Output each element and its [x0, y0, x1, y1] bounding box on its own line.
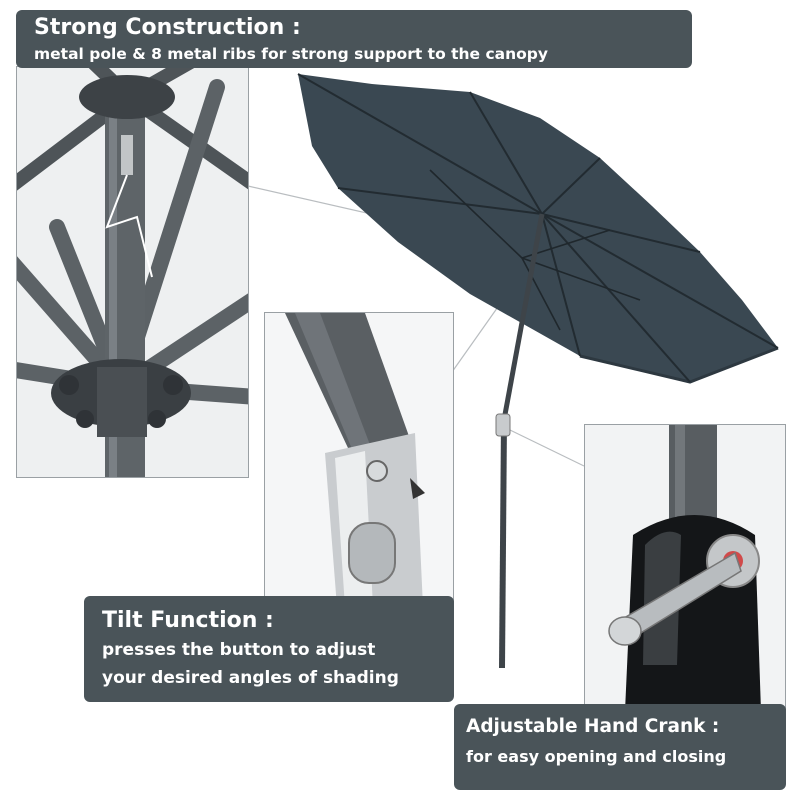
callout-subtitle: metal pole & 8 metal ribs for strong sup…: [34, 45, 548, 63]
connector-line-tilt: [451, 303, 501, 373]
tilt-closeup-panel: [264, 312, 454, 608]
callout-title: Tilt Function :: [102, 608, 274, 633]
canopy-ribs: [297, 73, 779, 383]
umbrella-pole-upper: [501, 213, 545, 421]
connector-line-crank: [509, 429, 585, 467]
callout-title: Adjustable Hand Crank :: [466, 716, 720, 737]
tilt-function-callout: Tilt Function : presses the button to ad…: [84, 596, 454, 702]
hand-crank-image: [585, 425, 785, 711]
strong-construction-callout: Strong Construction : metal pole & 8 met…: [16, 10, 692, 68]
rib-hub-image: [17, 67, 248, 477]
callout-line-2: your desired angles of shading: [102, 668, 399, 688]
tilt-joint: [495, 413, 511, 437]
ribs-closeup-panel: [16, 66, 249, 478]
tilt-button-image: [265, 313, 453, 607]
umbrella-pole-lower: [499, 419, 507, 669]
callout-subtitle: for easy opening and closing: [466, 747, 727, 766]
hand-crank-callout: Adjustable Hand Crank : for easy opening…: [454, 704, 786, 790]
callout-line-1: presses the button to adjust: [102, 640, 376, 660]
callout-title: Strong Construction :: [34, 15, 301, 40]
crank-closeup-panel: [584, 424, 786, 712]
